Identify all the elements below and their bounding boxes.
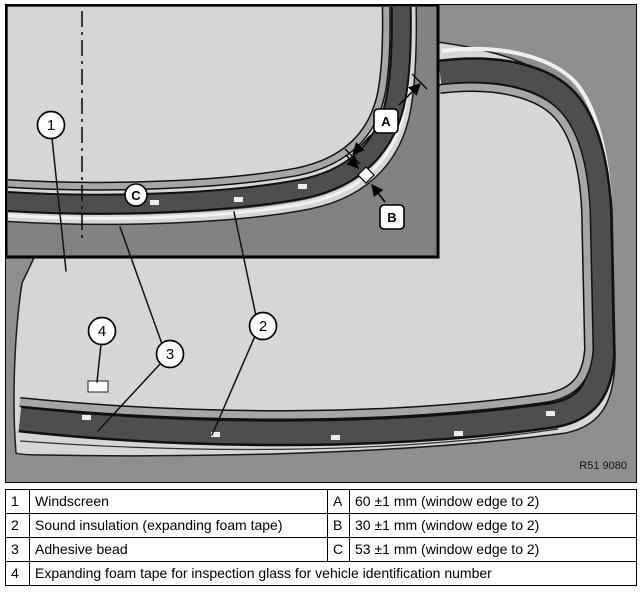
- dim-label-c-circle: [124, 183, 148, 207]
- callout-3-label: 3: [166, 346, 174, 363]
- dim-b-gap-marker: [357, 166, 375, 184]
- insulation-strip-light: [19, 83, 593, 419]
- callout-2-circle: [248, 311, 278, 341]
- table-row: 4 Expanding foam tape for inspection gla…: [5, 561, 637, 586]
- band-tick: [211, 432, 220, 437]
- dim-label-a: A: [381, 114, 391, 129]
- leader-line-2a: [233, 211, 257, 317]
- dim-a-arrow-inner: [352, 134, 372, 155]
- callout-1-circle: [36, 110, 66, 140]
- dim-id-cell: B: [327, 513, 350, 538]
- item-number-cell: 3: [5, 537, 30, 562]
- callout-2-label: 2: [259, 318, 267, 335]
- leader-line-4: [96, 343, 102, 383]
- dim-id-cell: C: [327, 537, 350, 562]
- vin-inspection-foam-tape: [87, 380, 109, 393]
- item-number-cell: 2: [5, 513, 30, 538]
- inset-detail-view: C A B: [6, 5, 440, 259]
- table-row: 1 Windscreen A 60 ±1 mm (window edge to …: [5, 489, 637, 514]
- item-name-cell: Adhesive bead: [29, 537, 328, 562]
- band-tick: [454, 431, 463, 436]
- callout-1-label: 1: [47, 117, 55, 134]
- leader-line-1: [51, 137, 67, 272]
- item-number-cell: 1: [5, 489, 30, 514]
- perimeter-band-dark: [18, 59, 614, 444]
- item-number-cell: 4: [5, 561, 30, 586]
- band-tick: [298, 184, 307, 189]
- table-row: 2 Sound insulation (expanding foam tape)…: [5, 513, 637, 538]
- dim-b-arrow-upper: [345, 154, 359, 169]
- inset-band-dark: [8, 7, 410, 213]
- band-tick: [331, 435, 340, 440]
- glass-lower-edge-line: [19, 428, 559, 451]
- band-tick: [150, 200, 159, 205]
- band-tick: [82, 415, 91, 420]
- item-name-cell: Windscreen: [29, 489, 328, 514]
- legend-table-container: 1 Windscreen A 60 ±1 mm (window edge to …: [5, 489, 637, 586]
- band-tick: [546, 411, 555, 416]
- dim-label-b: B: [387, 210, 396, 225]
- band-tick: [234, 197, 243, 202]
- leader-line-2b: [211, 335, 256, 436]
- item-name-cell: Sound insulation (expanding foam tape): [29, 513, 328, 538]
- legend-table: 1 Windscreen A 60 ±1 mm (window edge to …: [5, 489, 637, 586]
- callout-4-circle: [87, 316, 117, 346]
- inset-insulation-light: [8, 7, 390, 190]
- dim-label-b-box: [379, 204, 405, 230]
- dim-b-arrow: [371, 184, 386, 203]
- dim-label-a-box: [373, 108, 399, 134]
- dim-value-cell: 30 ±1 mm (window edge to 2): [349, 513, 637, 538]
- callout-3-circle: [155, 339, 185, 369]
- drawing-reference-number: R51 9080: [579, 460, 627, 472]
- dim-id-cell: A: [327, 489, 350, 514]
- table-row: 3 Adhesive bead C 53 ±1 mm (window edge …: [5, 537, 637, 562]
- leader-line-3a: [119, 226, 163, 345]
- dim-value-cell: 53 ±1 mm (window edge to 2): [349, 537, 637, 562]
- callout-4-label: 4: [98, 323, 106, 340]
- leader-line-3b: [97, 362, 162, 432]
- technical-diagram: C A B 1: [5, 4, 637, 483]
- windscreen-diagram-svg: C A B 1: [6, 5, 635, 481]
- dim-a-extension-tick: [411, 73, 428, 90]
- dim-value-cell: 60 ±1 mm (window edge to 2): [349, 489, 637, 514]
- dim-a-arrow-outer: [398, 83, 421, 106]
- item-name-cell: Expanding foam tape for inspection glass…: [29, 561, 637, 586]
- dim-label-c: C: [131, 188, 141, 203]
- callouts: 1 2 3 4: [36, 110, 278, 436]
